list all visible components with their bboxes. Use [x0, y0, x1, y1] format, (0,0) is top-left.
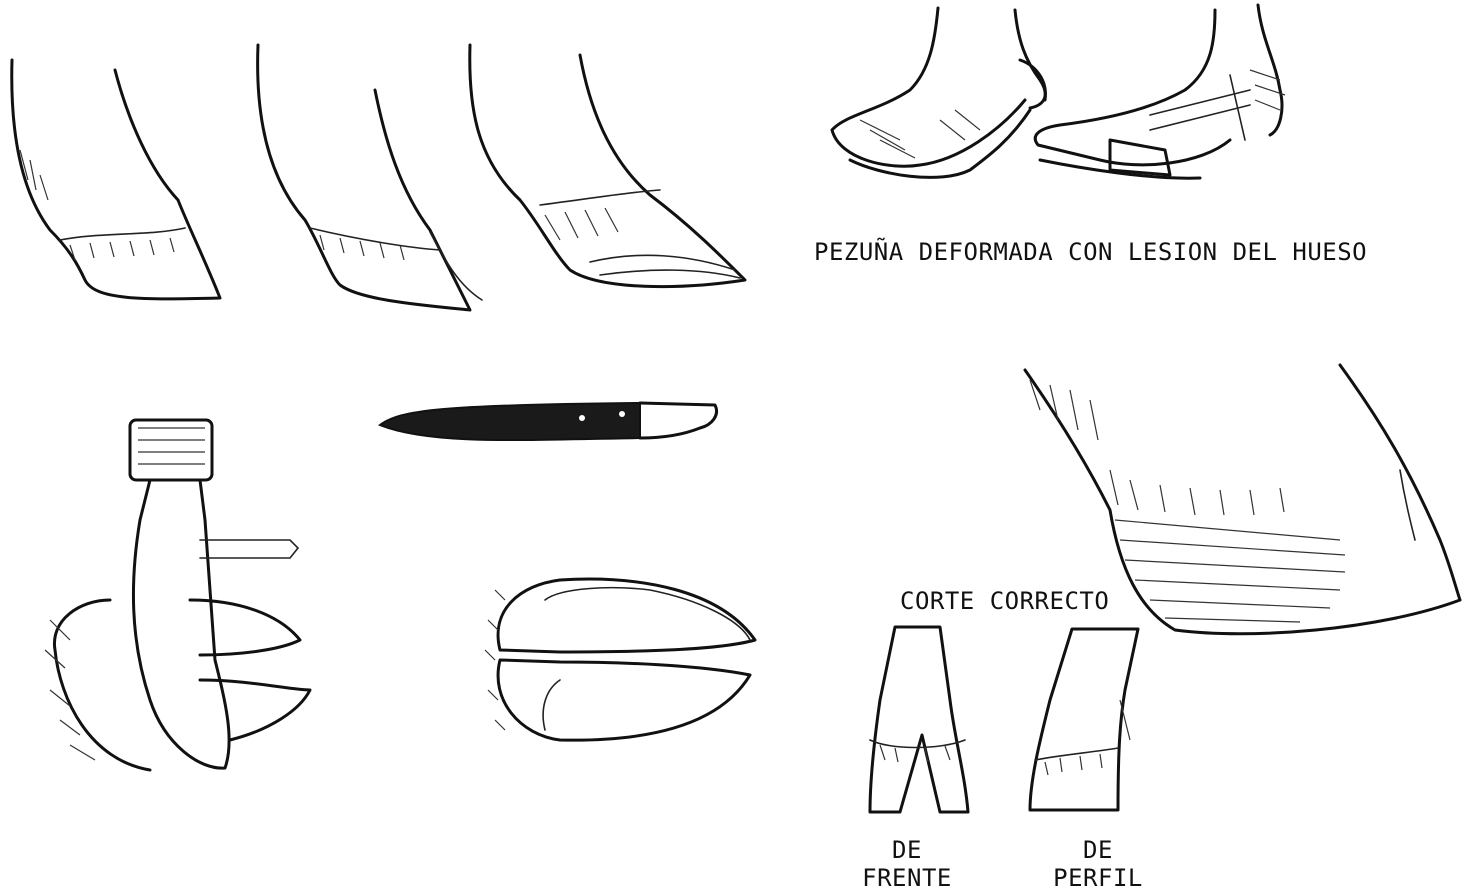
side-view-label-line-1: DE	[1052, 836, 1144, 864]
deformed-hoof-label: PEZUÑA DEFORMADA CON LESION DEL HUESO	[814, 238, 1367, 266]
correct-cut-front-view	[870, 627, 968, 812]
front-view-label-line-1: DE	[862, 836, 952, 864]
hoof-knife-drawing	[380, 403, 717, 440]
hoof-trimmer-drawing	[45, 420, 310, 770]
deformed-hoof-drawing	[832, 5, 1285, 178]
side-view-label-line-2: PERFIL	[1052, 864, 1144, 892]
hoof-profile-severely-overgrown	[470, 45, 745, 287]
hoof-profile-overgrown	[258, 45, 482, 310]
front-view-label-line-2: FRENTE	[862, 864, 952, 892]
front-view-label: DE FRENTE	[862, 836, 952, 892]
correct-cut-label: CORTE CORRECTO	[900, 587, 1109, 615]
side-view-label: DE PERFIL	[1052, 836, 1144, 892]
hoof-profile-normal	[12, 60, 220, 299]
correct-cut-side-view	[1030, 629, 1138, 810]
hoof-sole-view	[485, 579, 755, 740]
